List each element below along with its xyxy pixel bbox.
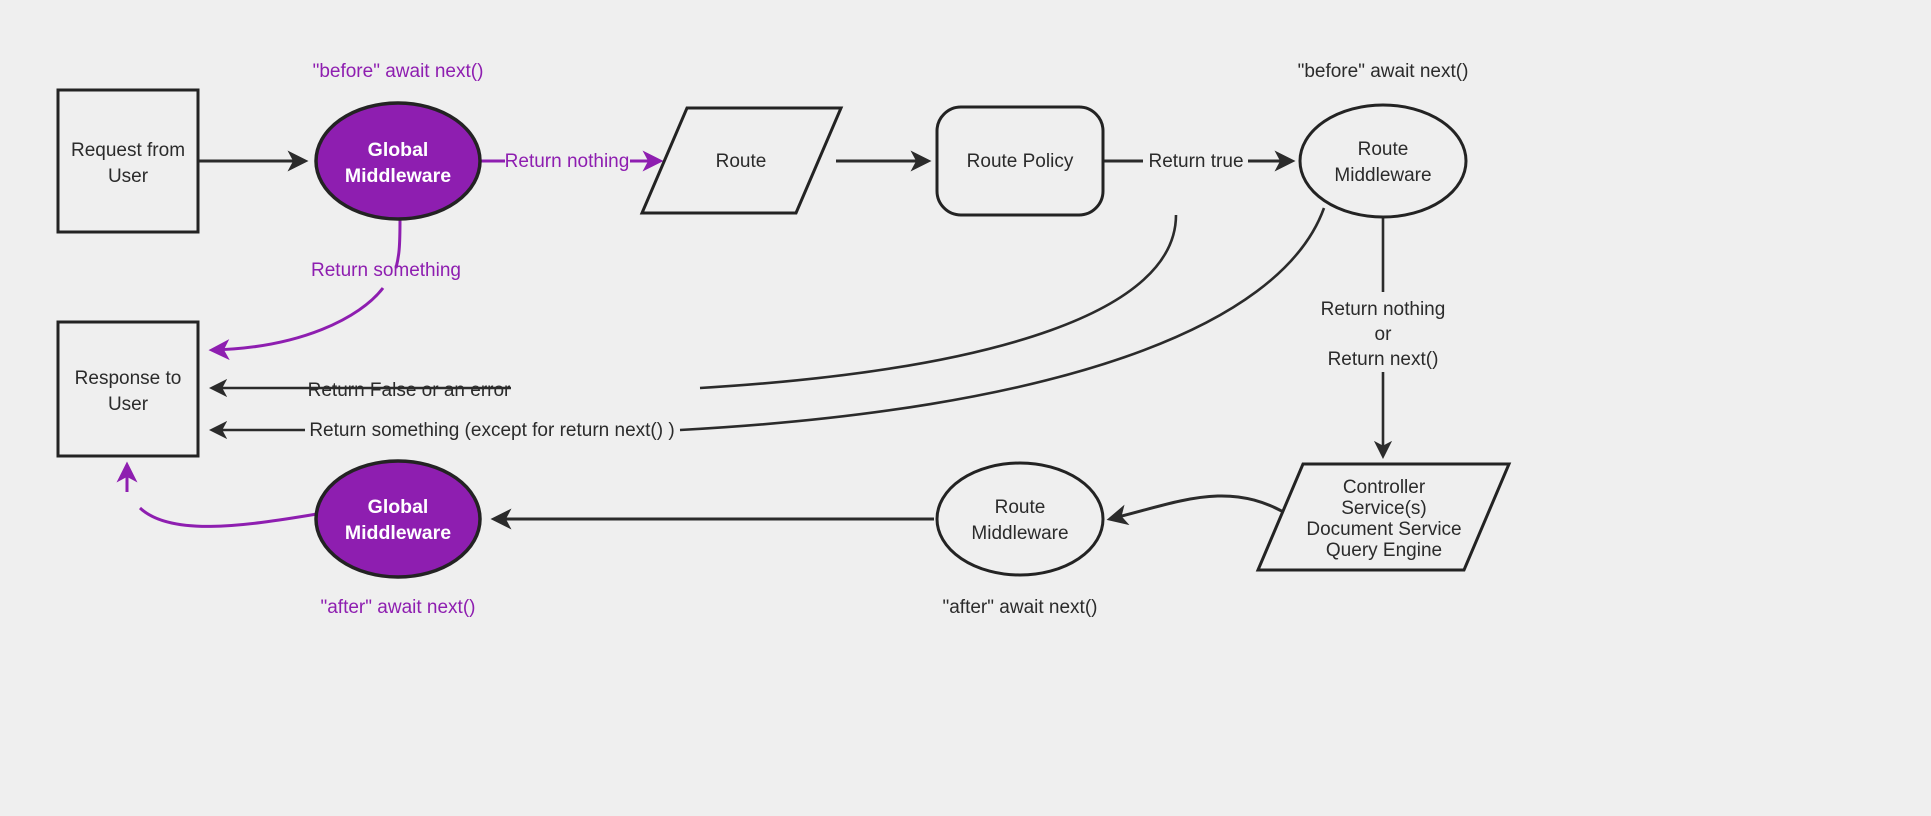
note-after-route-middleware: "after" await next(): [943, 597, 1098, 618]
controller-stack-label-line3: Document Service: [1306, 519, 1461, 540]
controller-stack-shape: [1255, 462, 1512, 572]
node-route-middleware-after[interactable]: Route Middleware: [935, 461, 1105, 577]
edge-controller-to-route-middleware-after: [1106, 494, 1293, 526]
controller-stack-label-line4: Query Engine: [1326, 540, 1442, 561]
edge-label-global-return-nothing: Return nothing: [505, 151, 630, 172]
request-from-user-label-line2: User: [108, 166, 149, 187]
request-from-user-shape: [56, 88, 200, 234]
route-policy-label: Route Policy: [967, 151, 1074, 172]
request-from-user-label-line1: Request from: [71, 140, 185, 161]
node-route-middleware-before[interactable]: Route Middleware: [1298, 103, 1468, 219]
global-middleware-before-label-line1: Global: [368, 139, 429, 161]
response-to-user-shape: [56, 320, 200, 458]
edge-label-policy-return-false: Return False or an error: [308, 380, 511, 401]
edge-label-route-mw-return-nothing-line1: Return nothing: [1321, 299, 1446, 320]
global-middleware-after-label-line2: Middleware: [345, 522, 451, 544]
node-request-from-user[interactable]: Request from User: [56, 88, 200, 234]
node-global-middleware-after[interactable]: Global Middleware: [314, 459, 482, 579]
edge-return-false-curve: [699, 214, 1178, 390]
node-response-to-user[interactable]: Response to User: [56, 320, 200, 458]
edge-route-mw-return-something-curve: [679, 207, 1326, 432]
global-middleware-after-label-line1: Global: [368, 496, 429, 518]
route-label: Route: [716, 151, 767, 172]
edge-label-route-mw-return-next: Return next(): [1328, 349, 1439, 370]
route-middleware-before-shape: [1298, 103, 1468, 219]
edge-label-global-return-something: Return something: [311, 260, 461, 281]
route-policy-shape: [935, 105, 1105, 217]
global-middleware-before-shape: [314, 101, 482, 221]
edge-label-route-mw-return-nothing-line2: or: [1375, 324, 1393, 345]
route-middleware-before-label-line1: Route: [1358, 139, 1409, 160]
note-after-global-middleware: "after" await next(): [321, 597, 476, 618]
controller-stack-label-line1: Controller: [1343, 477, 1426, 498]
edge-global-return-something-lower: [208, 287, 385, 361]
route-middleware-after-shape: [935, 461, 1105, 577]
global-middleware-before-label-line2: Middleware: [345, 165, 451, 187]
note-before-global-middleware: "before" await next(): [313, 61, 484, 82]
node-global-middleware-before[interactable]: Global Middleware: [314, 101, 482, 221]
global-middleware-after-shape: [314, 459, 482, 579]
edge-label-route-mw-return-something: Return something (except for return next…: [309, 420, 674, 441]
edge-global-after-to-response-curve: [138, 506, 318, 528]
controller-stack-label-line2: Service(s): [1341, 498, 1427, 519]
node-controller-stack[interactable]: Controller Service(s) Document Service Q…: [1255, 462, 1512, 572]
node-route[interactable]: Route: [639, 106, 844, 215]
response-to-user-label-line1: Response to: [75, 368, 182, 389]
note-before-route-middleware: "before" await next(): [1298, 61, 1469, 82]
route-middleware-after-label-line1: Route: [995, 497, 1046, 518]
route-shape: [639, 106, 844, 215]
node-route-policy[interactable]: Route Policy: [935, 105, 1105, 217]
edge-global-return-something-upper: [394, 218, 402, 269]
edge-label-policy-return-true: Return true: [1148, 151, 1243, 172]
response-to-user-label-line2: User: [108, 394, 149, 415]
route-middleware-before-label-line2: Middleware: [1334, 165, 1431, 186]
route-middleware-after-label-line2: Middleware: [971, 523, 1068, 544]
